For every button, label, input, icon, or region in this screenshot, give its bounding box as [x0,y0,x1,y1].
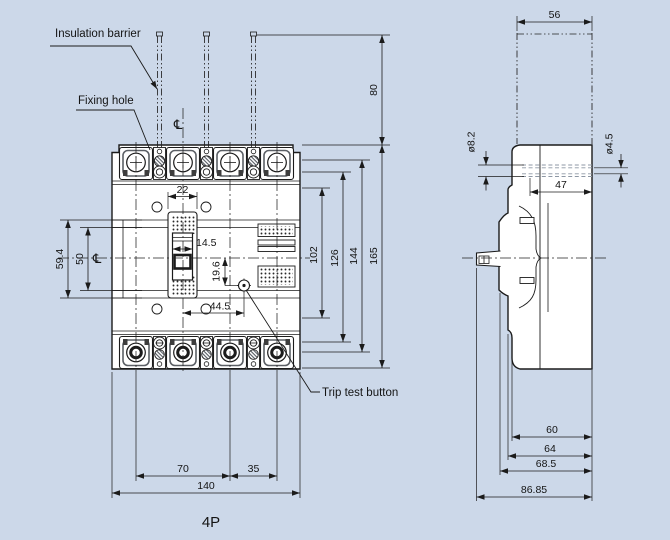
front-callouts: Insulation barrier Fixing hole Trip test… [50,28,398,531]
top-terminal-row [118,146,295,181]
centerline-symbol-left: ℄ [92,251,102,266]
dim-depth-68-5: 68.5 [536,458,557,470]
dim-overall-depth: 86.85 [521,484,547,496]
barrier-slot-bottom [200,336,213,369]
insulation-barrier-label: Insulation barrier [55,28,141,40]
barrier-slot-top [200,147,213,180]
barrier-slot-bottom [153,336,166,369]
dim-barrier-depth: 56 [549,9,561,21]
side-view: 56 ø8.2 ø4.5 47 60 64 [462,9,628,501]
dim-hole-depth: 47 [555,179,567,191]
insulation-barriers [156,31,257,151]
dim-height-144: 144 [348,247,360,265]
insulation-barrier-line [203,31,210,151]
barrier-slot-top [247,147,260,180]
dim-overall-height: 165 [368,247,380,265]
dim-handle-window-width: 22 [177,184,189,196]
side-mounting-hole-hidden [522,164,592,177]
dim-height-126: 126 [329,249,341,267]
dim-rear-hole-dia: ø4.5 [604,133,616,154]
dim-height-50: 50 [74,253,86,265]
barrier-slot-bottom [247,336,260,369]
insulation-barrier-line [156,31,163,151]
dim-pole-pitch-35: 35 [248,463,260,475]
front-panel-lines [112,180,300,335]
dim-trip-offset-v: 19.6 [211,261,223,282]
dim-depth-64: 64 [544,443,556,455]
handle-escutcheon [167,211,198,299]
dim-height-102: 102 [308,246,320,264]
side-dimensions: 56 ø8.2 ø4.5 47 60 64 [466,9,628,501]
centerline-symbol-top: ℄ [173,117,183,132]
dim-trip-offset-h: 44.5 [210,301,231,313]
front-centerlines: ℄ ℄ [58,108,310,372]
side-barrier-envelope [516,33,593,144]
mounting-holes [151,201,212,315]
bottom-terminal-row [118,335,295,370]
breaker-handle [171,232,194,281]
dim-handle-width: 14.5 [196,237,217,249]
trip-test-button-label: Trip test button [322,387,398,399]
escutcheon-vents-bottom [170,276,195,296]
dim-front-hole-dia: ø8.2 [466,131,478,152]
insulation-barrier-line [250,31,257,151]
dim-depth-60: 60 [546,424,558,436]
dim-overall-width: 140 [197,480,215,492]
fixing-hole-label: Fixing hole [78,95,134,107]
breaker-handle-side [475,250,501,268]
dim-height-59-4: 59.4 [54,249,66,270]
dim-barrier-height: 80 [368,84,380,96]
pole-configuration-caption: 4P [202,514,220,531]
trip-test-button-mark [237,278,251,293]
front-dimensions: 22 14.5 19.6 44.5 50 59.4 [54,34,390,498]
side-body-outline [498,144,593,370]
barrier-slot-top [153,147,166,180]
escutcheon-vents-top [170,216,195,234]
front-view: ℄ ℄ 22 14.5 19.6 44.5 50 [50,28,398,531]
dim-pole-span-70: 70 [177,463,189,475]
ventilation-slots [257,223,296,288]
